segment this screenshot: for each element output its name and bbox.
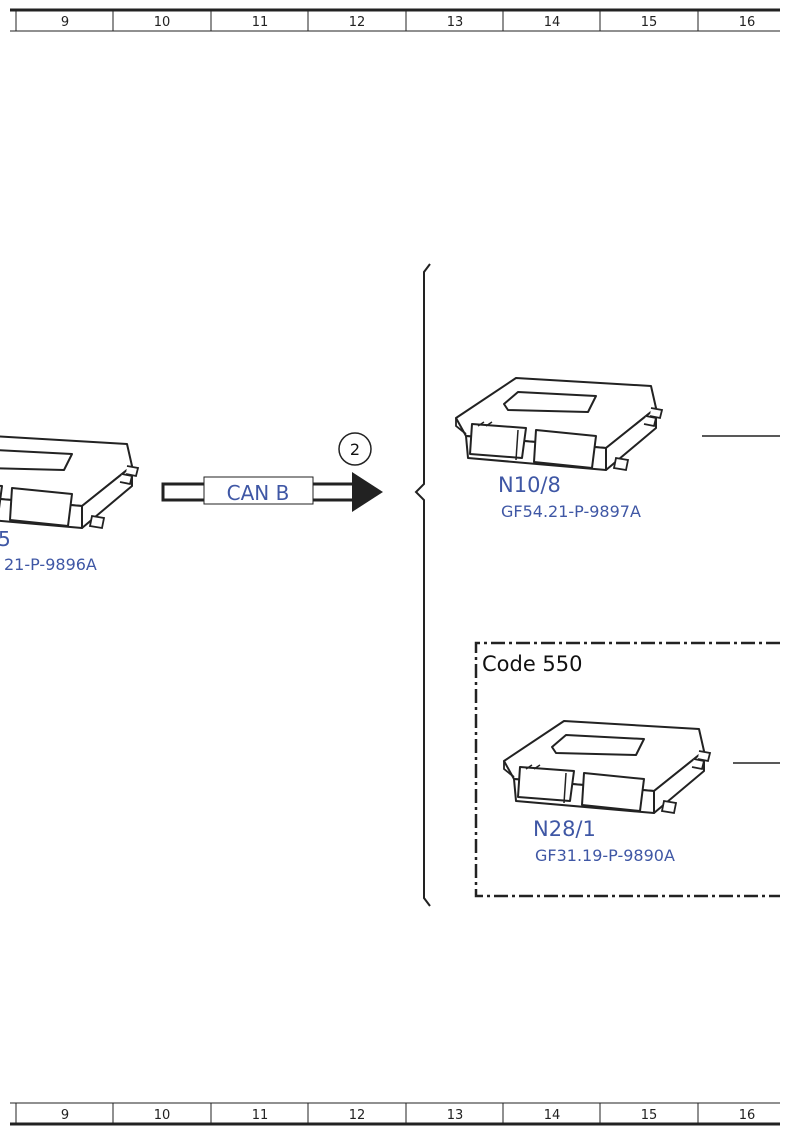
ruler-col-9: 9: [61, 15, 69, 30]
can-b-bus: CAN B: [161, 472, 383, 512]
ruler-col-12: 12: [349, 15, 366, 30]
control-unit-n28-1: N28/1 GF31.19-P-9890A: [503, 720, 780, 865]
bottom-ruler-col-11: 11: [252, 1108, 269, 1123]
left-control-unit: 5 21-P-9896A: [0, 435, 139, 574]
ruler-col-11: 11: [252, 15, 269, 30]
bottom-ruler: 9 10 11 12 13 14 15 16: [10, 1102, 780, 1126]
bottom-ruler-col-12: 12: [349, 1108, 366, 1123]
ruler-col-13: 13: [447, 15, 464, 30]
left-module-ref: 21-P-9896A: [4, 555, 97, 574]
can-b-label: CAN B: [227, 481, 290, 505]
code-550-box: Code 550: [474, 641, 780, 898]
bottom-ruler-col-15: 15: [641, 1108, 658, 1123]
callout-number: 2: [350, 440, 360, 459]
ruler-col-10: 10: [154, 15, 171, 30]
bottom-ruler-col-16: 16: [739, 1108, 756, 1123]
n10-8-ref: GF54.21-P-9897A: [501, 502, 641, 521]
callout-2: 2: [338, 432, 372, 466]
code-550-label: Code 550: [482, 652, 583, 676]
ruler-col-14: 14: [544, 15, 561, 30]
left-module-name: 5: [0, 527, 11, 551]
ruler-col-16: 16: [739, 15, 756, 30]
n28-1-name: N28/1: [533, 817, 596, 841]
bottom-ruler-col-10: 10: [154, 1108, 171, 1123]
n10-8-name: N10/8: [498, 473, 561, 497]
ruler-col-15: 15: [641, 15, 658, 30]
bottom-ruler-col-13: 13: [447, 1108, 464, 1123]
bottom-ruler-col-14: 14: [544, 1108, 561, 1123]
bracket: [414, 263, 431, 907]
n28-1-ref: GF31.19-P-9890A: [535, 846, 675, 865]
top-ruler: 9 10 11 12 13 14 15 16: [10, 8, 780, 32]
bottom-ruler-col-9: 9: [61, 1108, 69, 1123]
control-unit-n10-8: N10/8 GF54.21-P-9897A: [455, 377, 780, 521]
